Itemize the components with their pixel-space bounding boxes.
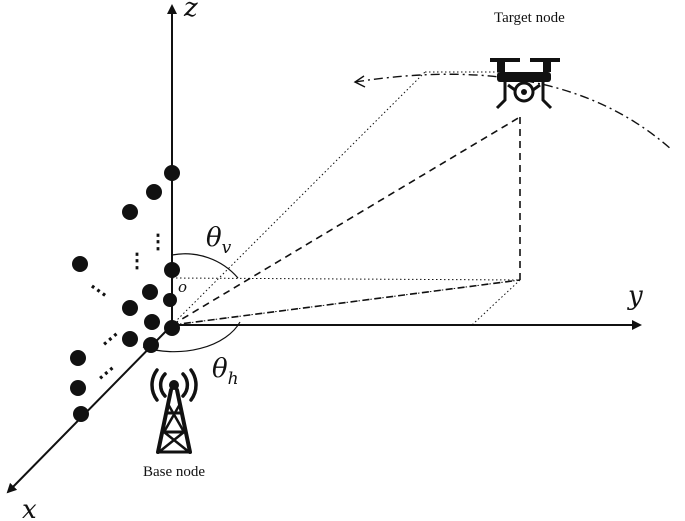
antenna-element	[122, 300, 138, 316]
line-of-sight-lines	[171, 116, 521, 326]
antenna-element	[143, 337, 159, 353]
antenna-element	[163, 293, 177, 307]
array-ellipsis: ⋯	[84, 274, 114, 305]
antenna-element	[164, 165, 180, 181]
drone-icon	[490, 58, 560, 110]
theta-v-arc	[171, 253, 239, 279]
y-axis-label: y	[627, 281, 643, 311]
projection-lines	[171, 71, 521, 326]
trajectory-arrow-icon	[353, 75, 366, 88]
theta-h-label: θh	[212, 354, 239, 389]
theta-v-label: θv	[206, 223, 232, 258]
antenna-element	[70, 350, 86, 366]
origin-label: o	[178, 278, 187, 296]
antenna-element	[70, 380, 86, 396]
antenna-element	[164, 262, 180, 278]
base-node-label: Base node	[143, 464, 205, 480]
array-ellipsis: ⋯	[90, 357, 121, 388]
antenna-element	[144, 314, 160, 330]
trajectory-arc	[354, 73, 673, 151]
array-ellipsis: ⋮	[148, 229, 168, 253]
antenna-element	[142, 284, 158, 300]
antenna-tower-icon	[150, 368, 198, 454]
array-ellipsis: ⋯	[94, 323, 125, 354]
theta-h-arc	[142, 321, 241, 353]
target-node-label: Target node	[494, 10, 565, 26]
antenna-element	[122, 204, 138, 220]
antenna-element	[146, 184, 162, 200]
antenna-array	[70, 165, 180, 422]
antenna-element	[72, 256, 88, 272]
x-axis-label: x	[22, 495, 37, 521]
x-axis	[6, 324, 173, 494]
array-ellipsis: ⋮	[127, 248, 147, 272]
antenna-element	[164, 320, 180, 336]
antenna-element	[73, 406, 89, 422]
z-axis-label: z	[183, 0, 198, 23]
antenna-element	[122, 331, 138, 347]
